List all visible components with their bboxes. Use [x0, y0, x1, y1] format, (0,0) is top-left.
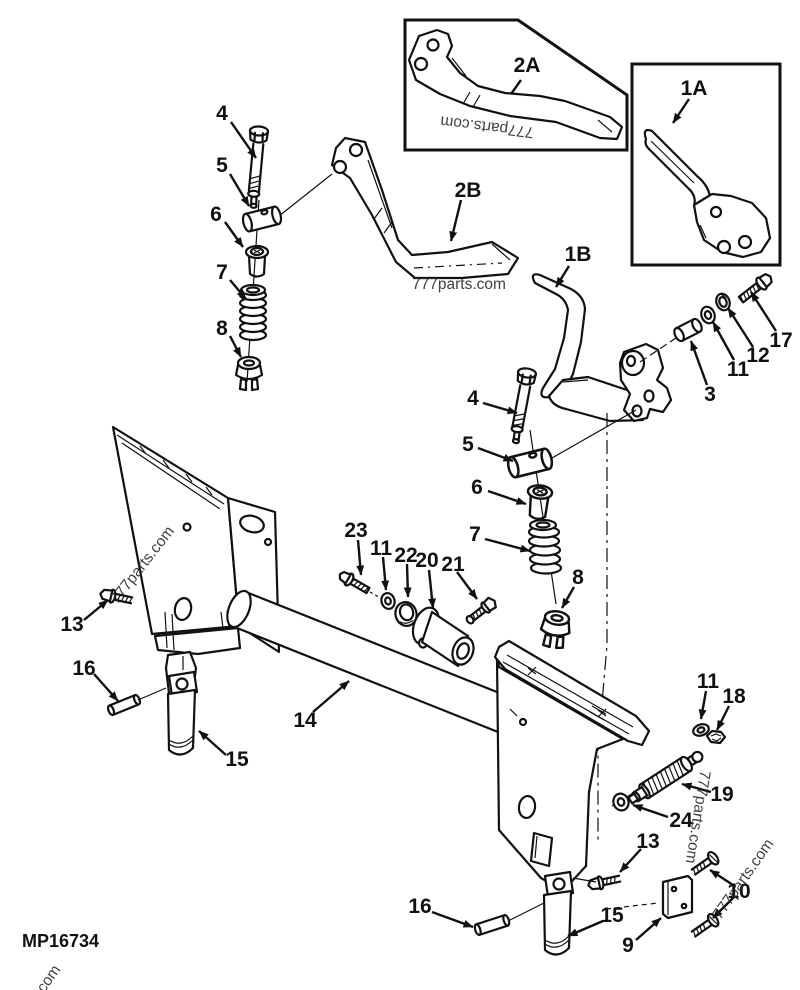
callout-7-mid: 7 [469, 523, 481, 546]
bushing-22-part [394, 600, 418, 628]
retainer-8-mid-part [539, 610, 571, 650]
washer-24-part [612, 792, 630, 812]
watermark-bottom-left: 777parts.com [0, 962, 64, 990]
callout-19: 19 [710, 783, 733, 806]
pin-16-left-part [106, 693, 142, 717]
axis-line-mid-to-1b [551, 409, 637, 459]
bolt-21-part [465, 596, 497, 625]
callout-5-mid: 5 [462, 433, 474, 456]
pedal-15-left-part [166, 670, 199, 756]
callout-7-left: 7 [216, 261, 228, 284]
callout-15-bottom: 15 [600, 904, 624, 927]
watermark-bottom-right: 777parts.com [710, 836, 778, 923]
lever-2b-part [330, 136, 520, 280]
callout-15-left: 15 [225, 748, 249, 771]
callout-6-mid: 6 [471, 476, 483, 499]
washer-11-right-part [700, 305, 716, 325]
bolt-23-part [338, 570, 371, 595]
flanged-tube-20-part [411, 606, 475, 668]
callout-13-bottom: 13 [636, 830, 659, 853]
callout-1b: 1B [565, 243, 592, 266]
callout-11-right: 11 [727, 358, 750, 381]
bolt-13-bottom-axis [572, 877, 597, 883]
leader-lines [83, 79, 778, 941]
lever-2a-part [407, 28, 624, 141]
right-bracket-part [493, 639, 651, 893]
retainer-8-left-part [234, 355, 264, 392]
lever-1a-part [643, 128, 772, 259]
watermark-center: 777parts.com [412, 276, 506, 293]
centerline-vertical [597, 413, 608, 842]
callout-1a: 1A [681, 77, 708, 100]
bolt-13-left-part [99, 588, 134, 605]
callout-2b: 2B [455, 179, 482, 202]
lock-washer-12-part [715, 292, 731, 312]
axis-line-left-to-2b [273, 173, 333, 221]
inset-box-2a [403, 18, 629, 152]
bushing-6-left-part [244, 244, 270, 278]
bolt-4-mid-part [510, 367, 538, 445]
callout-8-left: 8 [216, 317, 228, 340]
callout-6-left: 6 [210, 203, 222, 226]
pin-5-mid-part [506, 447, 554, 479]
spring-7-left-part [238, 283, 268, 342]
callout-17: 17 [769, 329, 792, 352]
callout-8-mid: 8 [572, 566, 584, 589]
callout-4-mid: 4 [467, 387, 479, 410]
callout-3: 3 [704, 383, 716, 406]
pin-16-left-axis [137, 656, 184, 701]
callout-24: 24 [669, 809, 693, 832]
pin-16-bottom-axis [507, 902, 545, 922]
callout-20: 20 [415, 549, 438, 572]
bolt-13-bottom-part [587, 874, 622, 891]
figure-part-code: MP16734 [22, 931, 99, 951]
callout-23: 23 [344, 519, 367, 542]
callout-2a: 2A [514, 54, 541, 77]
callout-11-bottom: 11 [697, 670, 720, 693]
pedal-15-bottom-part [542, 870, 575, 956]
callout-18: 18 [722, 685, 746, 708]
callout-21: 21 [441, 553, 465, 576]
callout-22: 22 [394, 544, 417, 567]
pin-5-left-part [241, 205, 283, 233]
callout-10: 10 [727, 880, 750, 903]
washer-11-bottom-part [692, 723, 710, 737]
screw-10-upper-part [690, 850, 720, 876]
spring-7-mid-part [527, 518, 563, 575]
callout-16-left: 16 [72, 657, 95, 680]
callout-5-left: 5 [216, 154, 228, 177]
callout-12: 12 [746, 344, 769, 367]
callout-9: 9 [622, 934, 634, 957]
washer-11-mid-part [380, 591, 396, 611]
callout-13-left: 13 [60, 613, 83, 636]
pin-16-bottom-part [473, 913, 511, 937]
plate-9-part [661, 874, 694, 920]
nut-18-part [705, 729, 727, 745]
callout-4-left: 4 [216, 102, 228, 125]
bushing-6-mid-part [526, 484, 554, 521]
bolt-4-left-part [247, 125, 270, 209]
lever-1b-part [531, 273, 673, 423]
spacer-3-part [673, 317, 703, 343]
rod-19-part [627, 750, 704, 805]
inset-box-1a [630, 62, 782, 267]
callout-16-bottom: 16 [408, 895, 431, 918]
callout-14: 14 [293, 709, 317, 732]
callout-11-mid: 11 [370, 537, 393, 560]
